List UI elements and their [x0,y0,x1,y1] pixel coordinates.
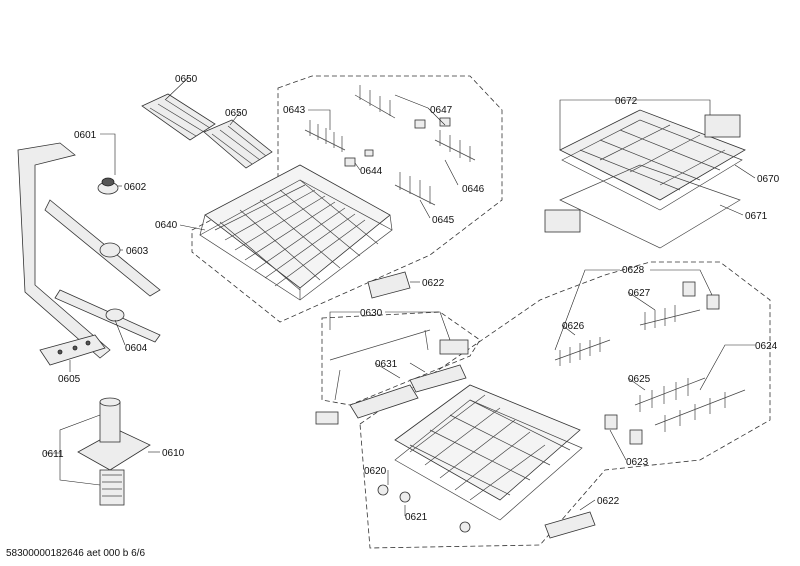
label-0650-top: 0650 [175,74,198,85]
rack-insert-0650-right [203,119,273,169]
cutlery-drawer-group-outline [359,261,771,549]
fold-down-rack-0630 [315,329,469,425]
label-0644: 0644 [360,166,383,177]
tine-rack-0625 [634,377,706,412]
cutlery-drawer-0670 [559,109,746,211]
label-0604: 0604 [125,343,148,354]
drawing-reference-number: 58300000182646 aet 000 b 6/6 [6,548,145,559]
label-0602: 0602 [124,182,147,193]
drawer-end-cap-right [704,114,741,138]
label-0625: 0625 [628,374,651,385]
clip-0623 [604,414,643,445]
label-0603: 0603 [126,246,149,257]
filter-unit-0610 [77,397,151,471]
filter-plate-0605 [39,334,106,366]
label-0630: 0630 [360,308,383,319]
rack-insert-0650-left [141,93,216,141]
label-0611: 0611 [42,449,64,460]
label-0622-top: 0622 [422,278,445,289]
label-0622-bottom: 0622 [597,496,620,507]
label-0643: 0643 [283,105,306,116]
tine-rack-0647-top [354,85,396,119]
lower-spray-arm-0604 [54,289,161,343]
label-0645: 0645 [432,215,455,226]
label-0627: 0627 [628,288,651,299]
tine-rack-0626 [554,337,611,366]
basket-handle-0622-top [367,271,411,299]
tine-rack-0624 [654,389,746,432]
cup-rack-0631 [349,364,467,419]
wheel-0620 [377,484,389,496]
wheels-0621 [399,491,471,533]
water-supply-tube-0601 [17,142,111,359]
label-0601: 0601 [74,130,97,141]
leader-lines [45,77,756,516]
drawer-frame-0671 [559,164,741,249]
label-0647: 0647 [430,105,453,116]
micro-filter-0611 [99,469,125,506]
upper-spray-arm-0603 [44,199,161,297]
tine-rack-0645 [394,172,436,206]
upper-basket [199,164,393,301]
label-0646: 0646 [462,184,485,195]
clip-0644 [344,149,374,167]
label-0628: 0628 [622,265,645,276]
label-0672: 0672 [615,96,638,107]
label-0605: 0605 [58,374,81,385]
label-0671: 0671 [745,211,768,222]
label-0650-second: 0650 [225,108,248,119]
drawer-end-cap-left [544,209,581,233]
label-0623: 0623 [626,457,649,468]
label-0640: 0640 [155,220,178,231]
label-0621: 0621 [405,512,428,523]
tine-rack-0627 [639,305,701,330]
label-0624: 0624 [755,341,778,352]
tine-rack-0647-right [414,117,476,162]
clip-0628 [682,281,720,310]
basket-accessory-outline [321,311,481,406]
tine-rack-0643 [304,120,346,152]
basket-handle-0622-bottom [544,511,596,539]
label-0631: 0631 [375,359,398,370]
nozzle-0602 [97,177,119,195]
label-0670: 0670 [757,174,780,185]
label-0626: 0626 [562,321,585,332]
label-0610: 0610 [162,448,185,459]
lower-basket [394,384,583,521]
label-0620: 0620 [364,466,387,477]
